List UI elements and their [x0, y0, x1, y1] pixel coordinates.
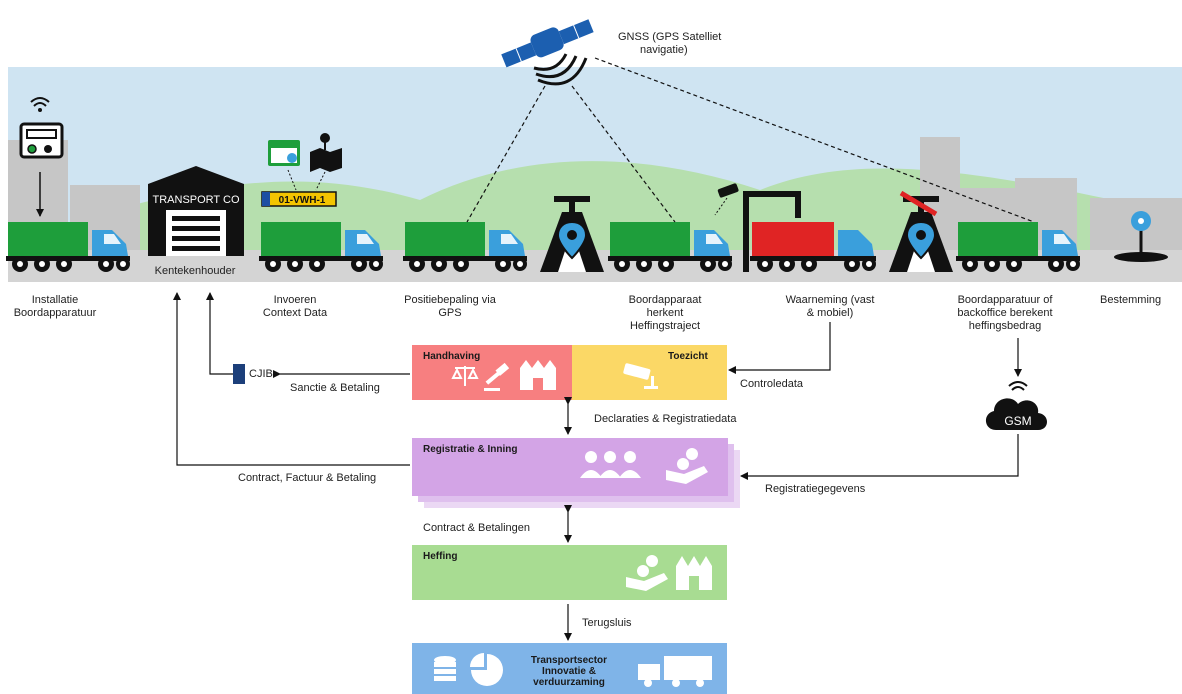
stage-5-line2: herkent: [646, 307, 684, 319]
transport-line3: verduurzaming: [533, 677, 605, 688]
stage-label-kentekenhouder: Kentekenhouder: [140, 265, 250, 278]
stage-7-line1: Boordapparatuur of: [957, 294, 1053, 306]
coin-hand-icon: [666, 448, 708, 484]
truck-red: [750, 222, 876, 272]
registratie-title: Registratie & Inning: [423, 444, 518, 455]
transport-line2: Innovatie &: [542, 666, 596, 677]
stage-label-waarneming: Waarneming (vast & mobiel): [765, 294, 895, 320]
transport-building-icon: [148, 166, 244, 256]
edge-label-controledata: Controledata: [740, 378, 803, 390]
stage-label-installatie: Installatie Boordapparatuur: [0, 294, 110, 320]
government-building-icon: [676, 556, 712, 590]
gsm-label: GSM: [1004, 414, 1031, 428]
satellite-icon: [501, 19, 594, 86]
cctv-icon: [623, 363, 658, 389]
toezicht-title: Toezicht: [668, 351, 708, 362]
edge-label-contract-betalingen: Contract & Betalingen: [423, 522, 531, 534]
gps-link-2: [571, 85, 676, 223]
transport-title: Transportsector Innovatie & verduurzamin…: [510, 655, 628, 688]
registratie-box: [412, 438, 728, 496]
pie-chart-icon: [470, 653, 503, 686]
stage-4-line2: GPS: [438, 307, 462, 319]
stage-5-line1: Boordapparaat: [628, 294, 702, 306]
edge-label-terugsluis: Terugsluis: [582, 617, 632, 629]
heffing-title: Heffing: [423, 551, 458, 562]
destination-pin-icon: [1114, 211, 1168, 262]
edge-label-contract-factuur: Contract, Factuur & Betaling: [238, 472, 377, 484]
stage-1-line1: Installatie: [31, 294, 79, 306]
cjib-logo: [233, 364, 245, 384]
edge-label-registratiegegevens: Registratiegegevens: [765, 483, 866, 495]
license-plate-text: 01-VWH-1: [279, 195, 326, 206]
stage-label-positie: Positiebepaling via GPS: [385, 294, 515, 320]
stage-3-line1: Invoeren: [273, 294, 317, 306]
gavel-icon: [484, 362, 510, 391]
edge-label-declaraties: Declaraties & Registratiedata: [594, 413, 737, 425]
license-plate: [261, 191, 337, 207]
edge-contract-factuur: [173, 292, 410, 466]
edge-controledata: [728, 322, 831, 374]
camera-icon: [714, 183, 739, 216]
stage-8-line1: Bestemming: [1100, 294, 1162, 306]
stage-label-heffingsbedrag: Boordapparatuur of backoffice berekent h…: [940, 294, 1070, 333]
toll-gantry-crossed-icon: [888, 190, 954, 273]
stage-7-line2: backoffice berekent: [957, 307, 1053, 319]
gps-link-3: [594, 57, 1035, 223]
heffing-box: [412, 545, 727, 600]
court-building-icon: [520, 360, 556, 390]
context-data-icon: [268, 140, 300, 166]
gps-link-1: [466, 85, 546, 223]
truck-icon: [638, 656, 712, 687]
stage-2-line1: Kentekenhouder: [154, 265, 236, 277]
coin-hand-icon-heffing: [626, 555, 668, 591]
database-icon: [434, 656, 456, 681]
onboard-unit-icon: [19, 97, 64, 159]
scales-icon: [451, 366, 479, 386]
enforcement-portal: [743, 191, 801, 272]
transport-line1: Transportsector: [530, 655, 608, 666]
stage-label-context: Invoeren Context Data: [240, 294, 350, 320]
cjib-label: CJIB: [249, 368, 273, 380]
stage-label-bestemming: Bestemming: [1100, 294, 1182, 307]
handhaving-title: Handhaving: [423, 351, 481, 362]
users-icon: [580, 451, 641, 478]
stage-1-line2: Boordapparatuur: [13, 307, 97, 319]
stage-4-line1: Positiebepaling via: [404, 294, 496, 306]
edge-label-sanctie: Sanctie & Betaling: [290, 382, 380, 394]
satellite-label-2: navigatie): [640, 44, 688, 56]
stage-label-heffingstraject: Boordapparaat herkent Heffingstraject: [600, 294, 730, 333]
edge-registratiegegevens: [740, 434, 1019, 480]
gsm-cloud-icon: [985, 381, 1047, 430]
edge-cjib-to-owner: [206, 292, 233, 375]
building-sign: TRANSPORT CO: [153, 194, 240, 206]
stage-6-line1: Waarneming (vast: [785, 294, 875, 306]
stage-5-line3: Heffingstraject: [629, 320, 701, 332]
stage-7-line3: heffingsbedrag: [968, 320, 1042, 332]
map-pin-icon: [310, 133, 342, 172]
stage-3-line2: Context Data: [262, 307, 328, 319]
satellite-label-1: GNSS (GPS Satelliet: [618, 31, 721, 43]
stage-6-line2: & mobiel): [806, 307, 854, 319]
